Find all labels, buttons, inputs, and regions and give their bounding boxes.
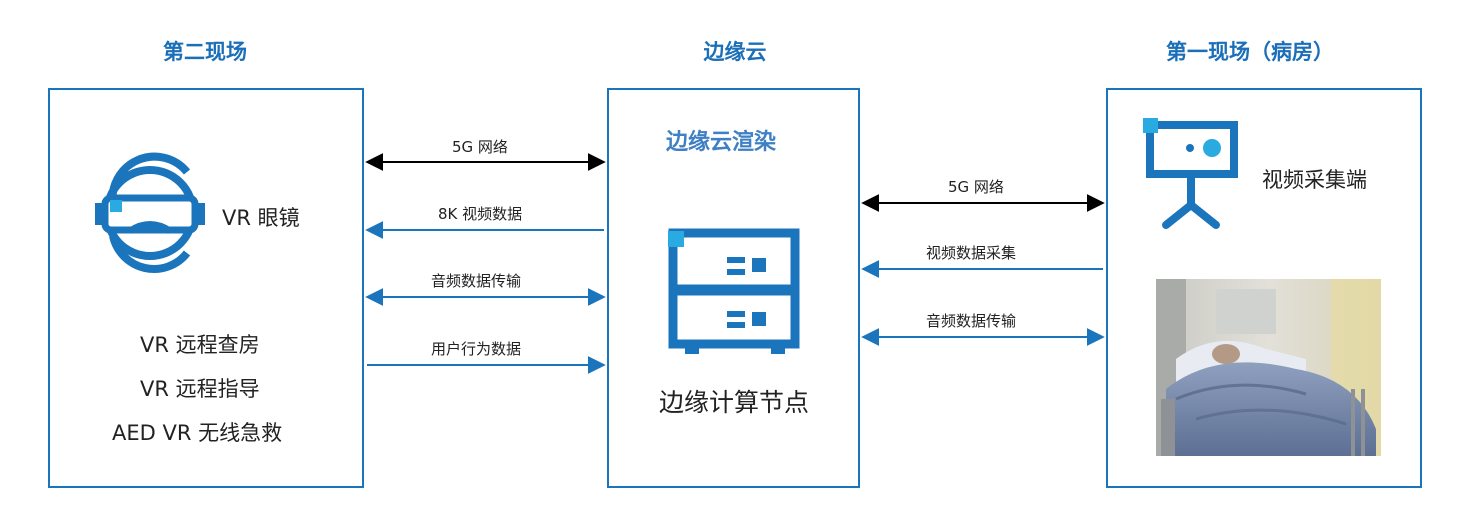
app-vr-remote-guidance: VR 远程指导 — [140, 377, 260, 401]
heading-second-site: 第二现场 — [163, 40, 247, 64]
link-label-user-behavior: 用户行为数据 — [431, 340, 522, 358]
heading-first-site: 第一现场（病房） — [1166, 40, 1334, 64]
link-label-5g-left: 5G 网络 — [452, 138, 508, 156]
panel-second-site — [48, 88, 364, 488]
link-label-5g-right: 5G 网络 — [948, 178, 1004, 196]
video-capture-label: 视频采集端 — [1262, 168, 1367, 192]
edge-node-label: 边缘计算节点 — [659, 388, 810, 417]
hospital-ward-photo — [1156, 279, 1381, 456]
app-vr-remote-rounds: VR 远程查房 — [140, 333, 260, 357]
link-label-audio-left: 音频数据传输 — [431, 272, 522, 290]
app-aed-vr-rescue: AED VR 无线急救 — [112, 421, 283, 445]
link-label-video-capture: 视频数据采集 — [926, 244, 1017, 262]
edge-render-title: 边缘云渲染 — [666, 130, 777, 155]
link-label-8k-video: 8K 视频数据 — [438, 205, 523, 223]
heading-edge-cloud: 边缘云 — [703, 40, 767, 64]
link-label-audio-right: 音频数据传输 — [926, 312, 1017, 330]
vr-glasses-label: VR 眼镜 — [222, 206, 300, 230]
